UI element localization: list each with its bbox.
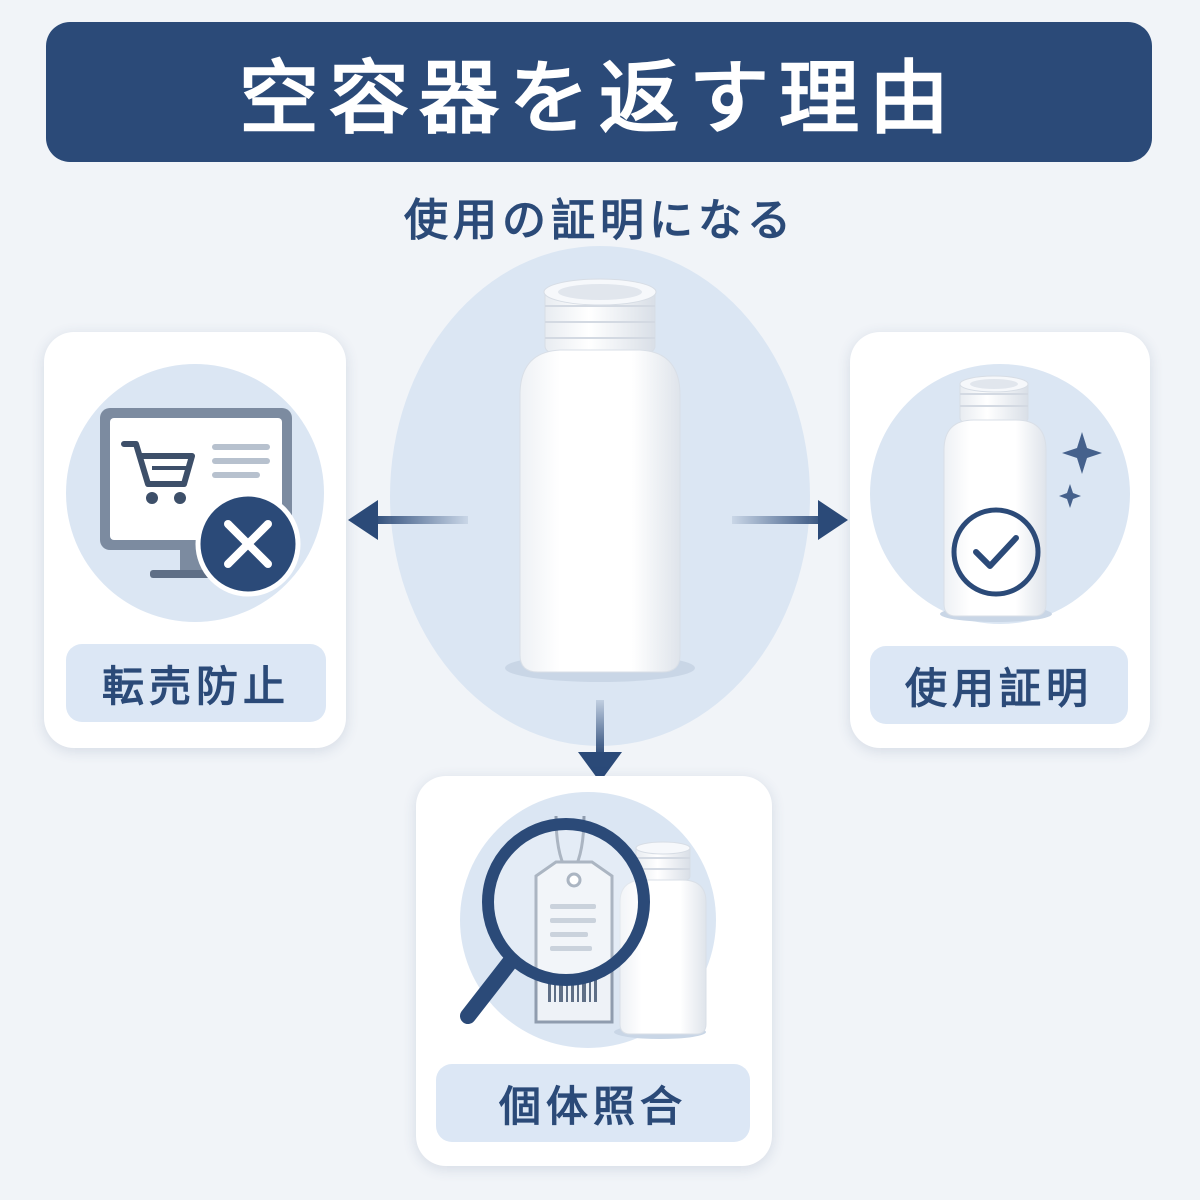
card-resale-prevention: 転売防止 — [44, 332, 346, 748]
arrow-left-icon — [348, 500, 468, 540]
card-individual-matching: 個体照合 — [416, 776, 772, 1166]
arrow-right-icon — [732, 500, 848, 540]
bottle-check-icon — [940, 375, 1102, 622]
arrow-down-icon — [578, 700, 622, 782]
reason-label: 個体照合 — [436, 1064, 750, 1142]
reason-label: 使用証明 — [870, 646, 1128, 724]
subtitle: 使用の証明になる — [404, 195, 796, 246]
page-title: 空容器を返す理由 — [239, 52, 959, 145]
monitor-cart-cross-icon — [100, 408, 301, 597]
title-banner: 空容器を返す理由 — [46, 22, 1152, 162]
reason-label: 転売防止 — [66, 644, 326, 722]
magnifier-tag-bottle-icon — [460, 815, 707, 1039]
card-usage-proof: 使用証明 — [850, 332, 1150, 748]
